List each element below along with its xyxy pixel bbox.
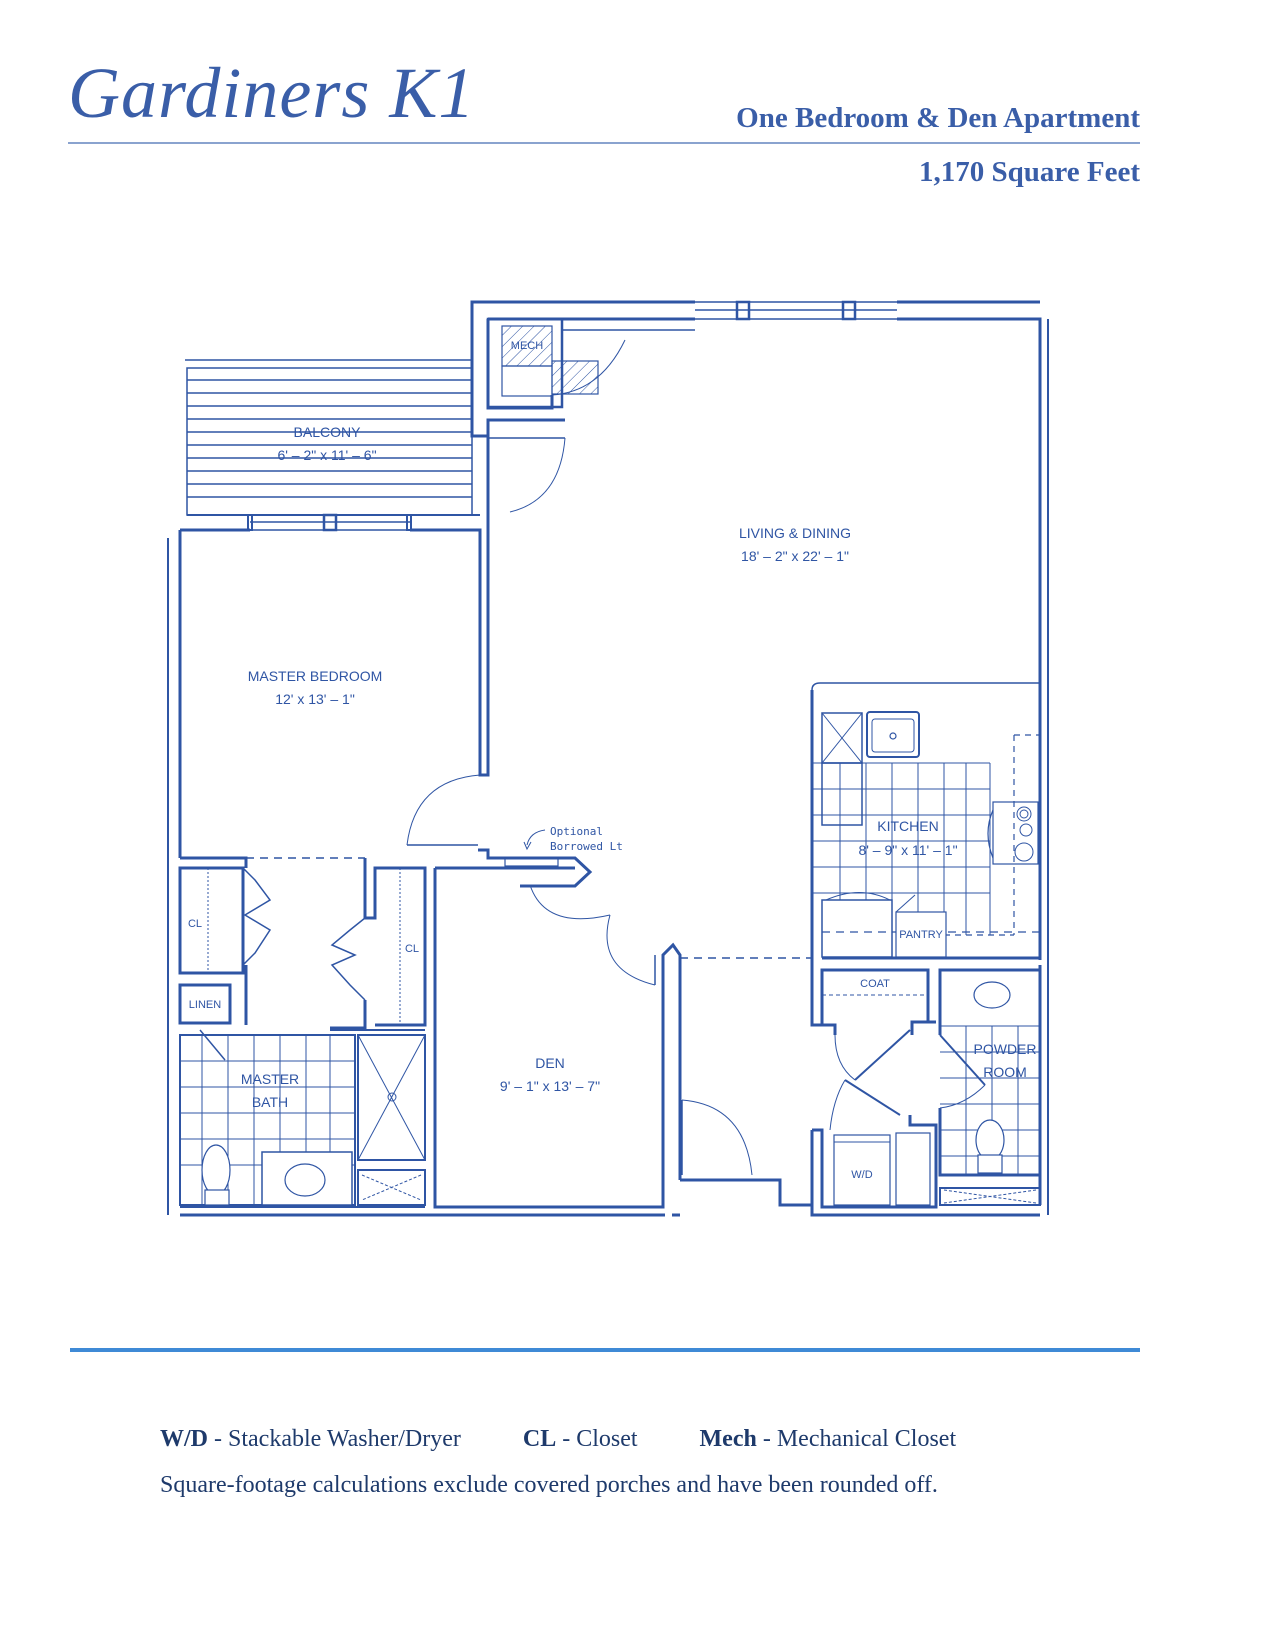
legend-item-wd: W/D - Stackable Washer/Dryer (160, 1426, 461, 1453)
master-bath-label-line2: BATH (252, 1094, 288, 1110)
den-label: DEN (535, 1055, 565, 1071)
coat-label: COAT (860, 978, 890, 990)
balcony-label: BALCONY (294, 424, 362, 440)
apartment-type: One Bedroom & Den Apartment (736, 102, 1140, 134)
powder-room-label-line1: POWDER (974, 1041, 1037, 1057)
living-dining-dims: 18' – 2" x 22' – 1" (741, 548, 849, 564)
square-footage: 1,170 Square Feet (919, 156, 1140, 188)
floor-plan: MECH BALCONY 6' – 2" x 11' – 6" LIVING &… (167, 300, 1049, 1217)
master-bedroom-dims: 12' x 13' – 1" (275, 691, 355, 707)
mech-label: MECH (511, 340, 543, 352)
legend-item-mech: Mech - Mechanical Closet (700, 1426, 957, 1453)
legend-desc: - Stackable Washer/Dryer (208, 1426, 461, 1452)
legend-desc: - Closet (556, 1426, 638, 1452)
legend-item-cl: CL - Closet (523, 1426, 638, 1453)
legend-desc: - Mechanical Closet (756, 1426, 957, 1452)
header-divider (68, 142, 1140, 144)
den-dims: 9' – 1" x 13' – 7" (500, 1078, 600, 1094)
legend-abbr: W/D (160, 1426, 208, 1452)
linen-label: LINEN (189, 999, 221, 1011)
borrowed-light-note-line2: Borrowed Lt (550, 840, 623, 853)
kitchen-label: KITCHEN (877, 818, 938, 834)
pantry-label: PANTRY (899, 929, 943, 941)
balcony-dims: 6' – 2" x 11' – 6" (277, 447, 376, 463)
master-bath-label-line1: MASTER (241, 1071, 299, 1087)
kitchen-dims: 8' – 9" x 11' – 1" (858, 842, 957, 858)
closet-right-label: CL (405, 943, 419, 955)
closet-left-label: CL (188, 918, 202, 930)
footer-divider (70, 1348, 1140, 1352)
master-bedroom-label: MASTER BEDROOM (248, 668, 383, 684)
legend-abbr: Mech (699, 1426, 757, 1452)
plan-title: Gardiners K1 (68, 53, 476, 133)
powder-room-label-line2: ROOM (983, 1064, 1027, 1080)
disclaimer: Square-footage calculations exclude cove… (160, 1472, 938, 1498)
legend: W/D - Stackable Washer/Dryer CL - Closet… (160, 1426, 1012, 1453)
borrowed-light-note-line1: Optional (550, 825, 603, 838)
living-dining-label: LIVING & DINING (739, 525, 851, 541)
washer-dryer-label: W/D (851, 1169, 872, 1181)
legend-abbr: CL (522, 1426, 557, 1452)
